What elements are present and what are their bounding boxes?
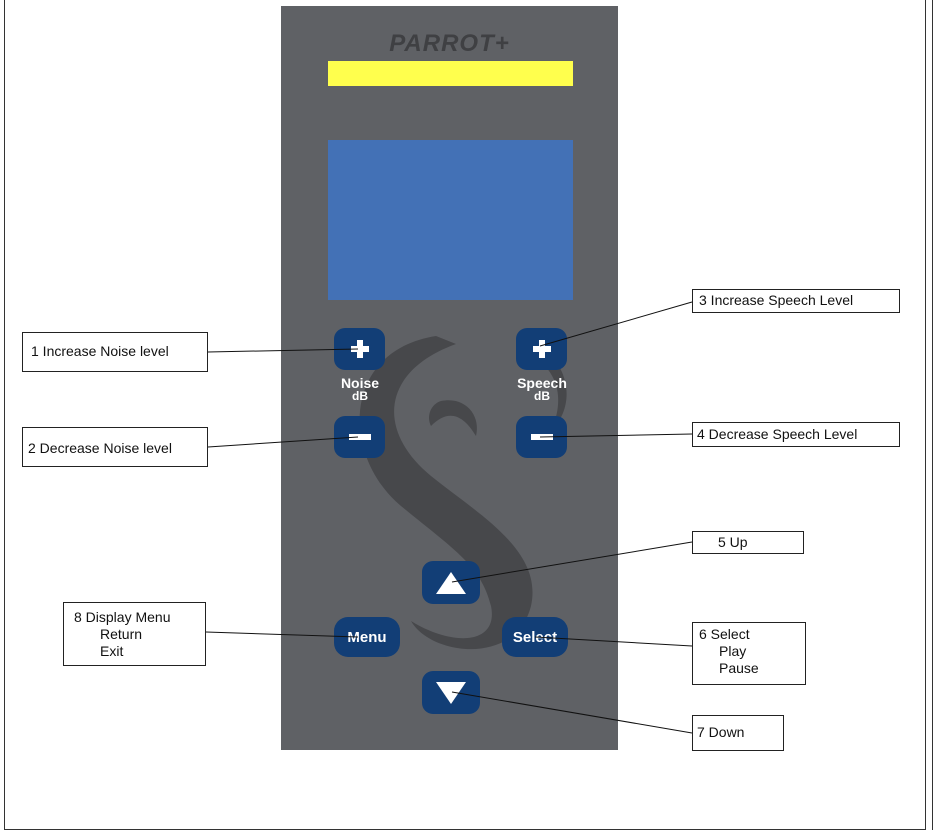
- down-button[interactable]: [422, 671, 480, 714]
- callout-decrease-noise: 2 Decrease Noise level: [22, 427, 208, 467]
- leader-line-8: [205, 631, 359, 638]
- callout-7-text: 7 Down: [697, 724, 745, 740]
- callout-6-line-1: 6 Select: [699, 626, 750, 642]
- frame-bottom-border: [4, 829, 926, 830]
- noise-unit-text: dB: [352, 389, 368, 403]
- callout-select: 6 Select Play Pause: [692, 622, 806, 685]
- plus-icon: [350, 340, 369, 358]
- callout-up: 5 Up: [692, 531, 804, 554]
- callout-increase-speech: 3 Increase Speech Level: [692, 289, 900, 313]
- noise-label-text: Noise: [340, 375, 380, 391]
- leader-line-2: [207, 436, 359, 448]
- minus-icon: [348, 434, 371, 440]
- callout-increase-noise: 1 Increase Noise level: [22, 332, 208, 372]
- callout-1-text: 1 Increase Noise level: [31, 343, 169, 359]
- callout-5-text: 5 Up: [718, 534, 748, 550]
- callout-4-text: 4 Decrease Speech Level: [697, 426, 858, 442]
- frame-right-border-outer: [932, 0, 933, 830]
- leader-line-3: [539, 301, 693, 347]
- leader-line-7: [451, 691, 693, 734]
- display-screen: [328, 140, 573, 300]
- noise-decrease-button[interactable]: [334, 416, 385, 458]
- callout-6-line-3: Pause: [719, 660, 759, 676]
- callout-down: 7 Down: [692, 715, 784, 751]
- leader-line-4: [539, 433, 693, 438]
- leader-line-5: [451, 541, 693, 583]
- brand-logo: PARROT+: [389, 30, 510, 57]
- callout-8-line-2: Return: [100, 626, 143, 642]
- callout-decrease-speech: 4 Decrease Speech Level: [692, 422, 900, 447]
- callout-2-text: 2 Decrease Noise level: [28, 440, 172, 456]
- callout-3-text: 3 Increase Speech Level: [699, 292, 854, 308]
- callout-menu: 8 Display Menu Return Exit: [63, 602, 206, 666]
- down-arrow-icon: [436, 681, 466, 704]
- noise-label: Noise dB: [330, 375, 390, 403]
- indicator-strip: [328, 61, 573, 86]
- leader-line-1: [207, 348, 359, 353]
- callout-6-line-2: Play: [719, 643, 747, 659]
- plus-icon: [532, 340, 551, 358]
- speech-unit-text: dB: [534, 389, 550, 403]
- speech-label: Speech dB: [511, 375, 573, 403]
- callout-8-line-1: 8 Display Menu: [74, 609, 171, 625]
- speech-label-text: Speech: [517, 375, 567, 391]
- frame-left-border: [4, 0, 5, 830]
- up-arrow-icon: [436, 571, 466, 594]
- callout-8-line-3: Exit: [100, 643, 124, 659]
- leader-line-6: [534, 636, 693, 647]
- frame-right-border: [925, 0, 926, 830]
- up-button[interactable]: [422, 561, 480, 604]
- speech-increase-button[interactable]: [516, 328, 567, 370]
